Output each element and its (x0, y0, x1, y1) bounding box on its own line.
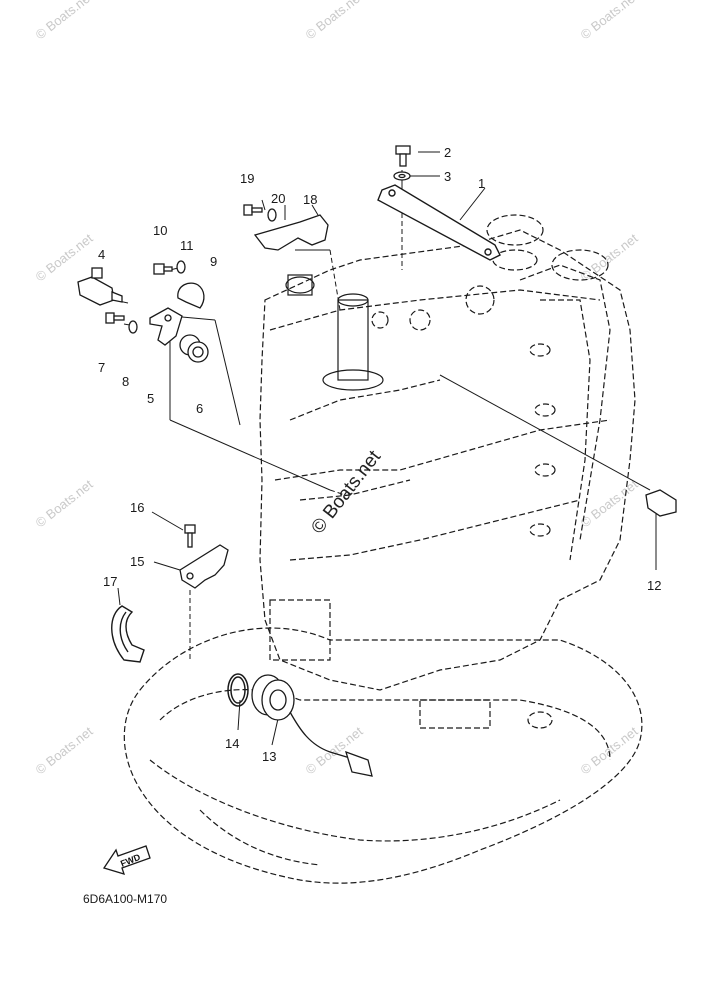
part-3-washer (393, 171, 411, 181)
watermark: © Boats.net (578, 0, 641, 42)
callout-19: 19 (240, 171, 254, 186)
callout-5: 5 (147, 391, 154, 406)
part-19-bolt (243, 204, 263, 216)
callout-18: 18 (303, 192, 317, 207)
part-14-o-ring (227, 673, 249, 707)
callout-3: 3 (444, 169, 451, 184)
part-16-bolt (184, 524, 196, 548)
callout-1: 1 (478, 176, 485, 191)
watermark: © Boats.net (578, 230, 641, 284)
part-7-bolt (105, 312, 125, 324)
callout-12: 12 (647, 578, 661, 593)
callout-labels: 1 2 3 4 5 6 7 8 9 10 11 12 13 14 15 16 1… (98, 145, 661, 764)
callout-11: 11 (180, 238, 194, 253)
part-17-clip (111, 605, 145, 663)
part-9-clamp (177, 282, 205, 309)
watermark: © Boats.net (303, 0, 366, 42)
crankshaft-top (285, 274, 384, 391)
part-4-sensor (77, 267, 123, 306)
callout-8: 8 (122, 374, 129, 389)
part-5-holder (149, 307, 183, 346)
engine-block (259, 214, 636, 691)
part-18-holder (253, 214, 329, 251)
callout-10: 10 (153, 223, 167, 238)
watermark: © Boats.net (33, 476, 96, 530)
callout-15: 15 (130, 554, 144, 569)
part-10-bolt (153, 263, 173, 275)
part-1-bracket (377, 184, 501, 261)
watermark: © Boats.net (33, 723, 96, 777)
part-2-bolt (395, 145, 411, 167)
callout-4: 4 (98, 247, 105, 262)
watermark: © Boats.net (578, 723, 641, 777)
part-12-sensor (645, 489, 677, 517)
fwd-arrow-icon: FWD (102, 845, 151, 875)
lower-cowling (123, 627, 643, 884)
callout-2: 2 (444, 145, 451, 160)
callout-9: 9 (210, 254, 217, 269)
part-13-connector (251, 674, 373, 777)
watermark: © Boats.net (578, 476, 641, 530)
part-8-washer (128, 320, 138, 334)
diagram-code: 6D6A100-M170 (83, 892, 167, 906)
callout-16: 16 (130, 500, 144, 515)
leader-lines (104, 151, 657, 746)
part-6-grommet (179, 334, 209, 363)
watermark: © Boats.net (33, 0, 96, 42)
center-watermark: © Boats.net (307, 446, 385, 538)
watermark: © Boats.net (33, 230, 96, 284)
part-20-washer (267, 208, 277, 222)
callout-7: 7 (98, 360, 105, 375)
callout-17: 17 (103, 574, 117, 589)
callout-6: 6 (196, 401, 203, 416)
part-11-washer (176, 260, 186, 274)
part-15-bracket (179, 544, 229, 589)
callout-14: 14 (225, 736, 239, 751)
callout-13: 13 (262, 749, 276, 764)
callout-20: 20 (271, 191, 285, 206)
